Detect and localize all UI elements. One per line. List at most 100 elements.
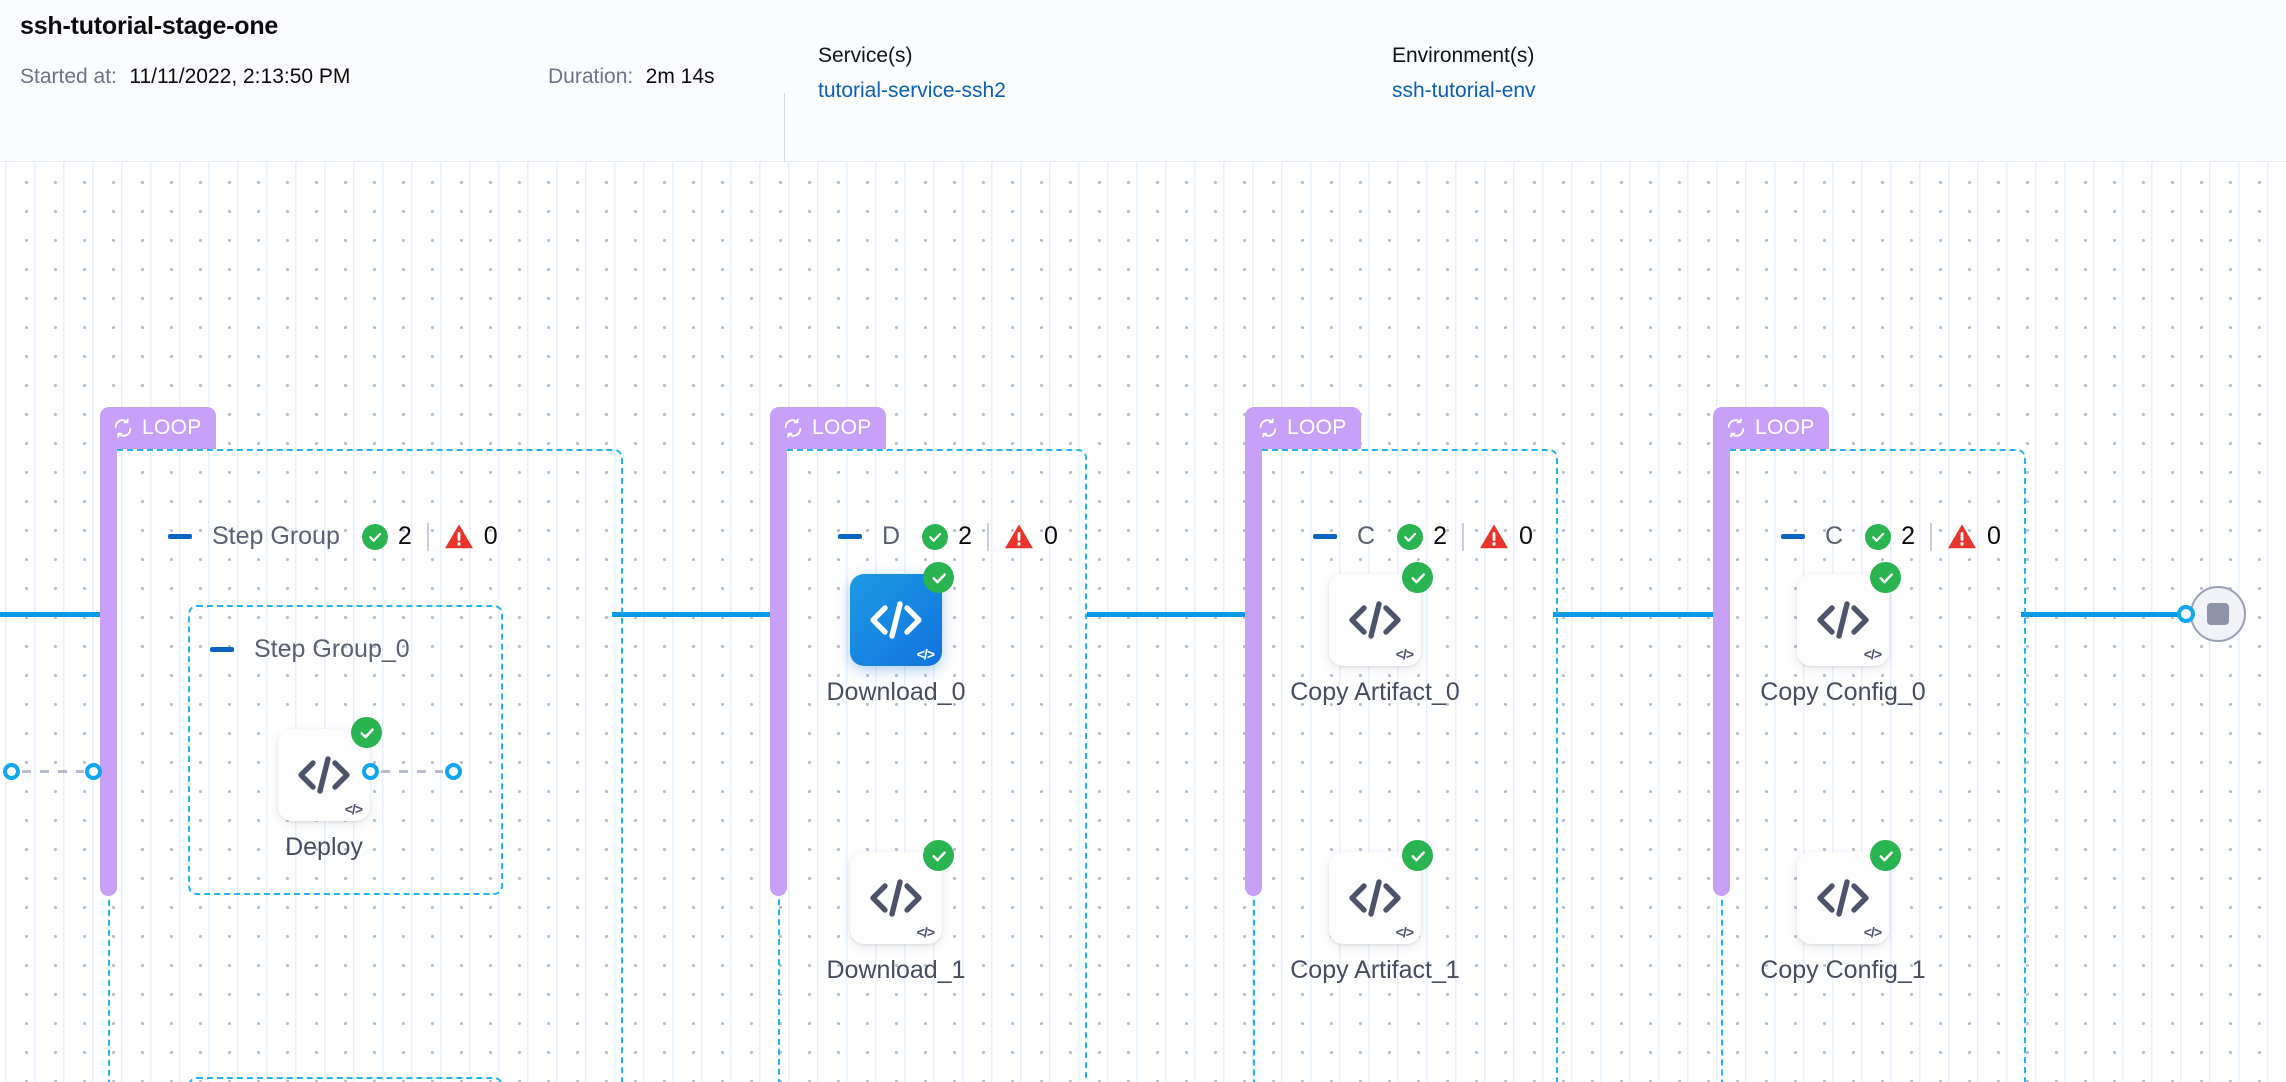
loop-badge[interactable]: LOOP <box>770 407 886 449</box>
collapse-toggle-icon[interactable] <box>1313 534 1337 539</box>
group-name: C <box>1825 522 1844 550</box>
group-stats: 2 0 <box>1865 522 2001 551</box>
node-port-right-inner[interactable] <box>362 763 379 780</box>
error-stat: 0 <box>1004 522 1058 551</box>
group-header-download[interactable]: D 2 0 <box>838 522 1058 551</box>
node-label: Copy Config_0 <box>1760 678 1926 706</box>
node-label: Copy Artifact_1 <box>1290 956 1460 984</box>
code-icon <box>1347 598 1403 642</box>
loop-icon <box>1257 417 1279 439</box>
service-link[interactable]: tutorial-service-ssh2 <box>818 79 1006 102</box>
code-icon <box>868 876 924 920</box>
code-icon <box>868 598 924 642</box>
step-node-copy-config-1[interactable]: </> Copy Config_1 <box>1760 840 1926 984</box>
loop-badge-label: LOOP <box>1287 416 1347 439</box>
check-circle-icon <box>922 523 949 550</box>
pipeline-graph-canvas[interactable]: LOOP Step Group 2 <box>0 162 2286 1082</box>
code-icon <box>1815 598 1871 642</box>
step-node-download-0[interactable]: </> Download_0 <box>827 562 966 706</box>
node-port-left-inner[interactable] <box>85 763 102 780</box>
stat-divider <box>1929 522 1932 551</box>
end-node-port[interactable] <box>2177 605 2195 623</box>
code-icon <box>296 753 352 797</box>
pipeline-connector-start <box>0 612 110 617</box>
node-label: Deploy <box>285 833 363 861</box>
node-status-success-icon <box>1402 840 1433 871</box>
group-header-step-group[interactable]: Step Group 2 <box>168 522 498 551</box>
stat-divider <box>426 522 429 551</box>
success-stat: 2 <box>1397 522 1447 551</box>
loop-rail <box>770 441 787 896</box>
pipeline-connector-2 <box>1087 612 1247 617</box>
error-stat: 0 <box>444 522 498 551</box>
node-card[interactable]: </> <box>1797 840 1901 944</box>
shell-script-corner-icon: </> <box>916 646 935 662</box>
loop-icon <box>112 417 134 439</box>
error-count: 0 <box>1986 522 2001 550</box>
node-card[interactable]: </> <box>850 562 954 666</box>
loop-icon <box>1725 417 1747 439</box>
pipeline-connector-3 <box>1553 612 1713 617</box>
step-node-download-1[interactable]: </> Download_1 <box>827 840 966 984</box>
node-port-right-outer[interactable] <box>445 763 462 780</box>
warning-triangle-icon <box>1004 523 1034 550</box>
node-status-success-icon <box>923 562 954 593</box>
node-status-success-icon <box>1870 840 1901 871</box>
group-name: D <box>882 522 901 550</box>
loop-badge[interactable]: LOOP <box>1713 407 1829 449</box>
started-at-label: Started at: <box>20 65 117 88</box>
stat-divider <box>1461 522 1464 551</box>
step-node-copy-artifact-0[interactable]: </> Copy Artifact_0 <box>1290 562 1460 706</box>
group-header-copy-config[interactable]: C 2 0 <box>1781 522 2001 551</box>
loop-badge[interactable]: LOOP <box>100 407 216 449</box>
step-group-name: Step Group_0 <box>254 635 410 663</box>
stop-icon <box>2207 603 2229 625</box>
success-count: 2 <box>1433 522 1447 550</box>
loop-icon <box>782 417 804 439</box>
collapse-toggle-icon[interactable] <box>210 647 234 652</box>
shell-script-corner-icon: </> <box>344 801 363 817</box>
loop-rail <box>1713 441 1730 896</box>
collapse-toggle-icon[interactable] <box>1781 534 1805 539</box>
step-node-copy-config-0[interactable]: </> Copy Config_0 <box>1760 562 1926 706</box>
group-stats: 2 0 <box>361 522 498 551</box>
node-label: Download_0 <box>826 678 966 706</box>
group-name: Step Group <box>212 522 340 550</box>
shell-script-corner-icon: </> <box>1863 646 1882 662</box>
step-group-0-header[interactable]: Step Group_0 <box>210 635 410 664</box>
shell-script-corner-icon: </> <box>1395 646 1414 662</box>
collapse-toggle-icon[interactable] <box>838 534 862 539</box>
group-name: C <box>1357 522 1376 550</box>
node-port-left-outer[interactable] <box>3 763 20 780</box>
warning-triangle-icon <box>1947 523 1977 550</box>
node-card[interactable]: </> <box>850 840 954 944</box>
step-node-deploy[interactable]: </> Deploy <box>278 717 382 861</box>
success-count: 2 <box>397 522 412 550</box>
success-count: 2 <box>958 522 972 550</box>
port-dash-left <box>22 770 84 773</box>
started-at: Started at: 11/11/2022, 2:13:50 PM <box>20 65 350 89</box>
collapse-toggle-icon[interactable] <box>168 534 192 539</box>
group-stats: 2 0 <box>1397 522 1533 551</box>
node-label: Copy Config_1 <box>1760 956 1926 984</box>
duration-label: Duration: <box>548 65 634 88</box>
environments-label: Environment(s) <box>1392 44 1535 67</box>
node-card[interactable]: </> <box>1329 562 1433 666</box>
step-node-copy-artifact-1[interactable]: </> Copy Artifact_1 <box>1290 840 1460 984</box>
node-card[interactable]: </> <box>1797 562 1901 666</box>
group-header-copy-artifact[interactable]: C 2 0 <box>1313 522 1533 551</box>
success-stat: 2 <box>1865 522 1915 551</box>
node-card[interactable]: </> <box>1329 840 1433 944</box>
node-label: Download_1 <box>826 956 966 984</box>
loop-badge[interactable]: LOOP <box>1245 407 1361 449</box>
port-dash-right <box>381 770 443 773</box>
end-stop-node[interactable] <box>2190 586 2246 642</box>
node-status-success-icon <box>351 717 382 748</box>
warning-triangle-icon <box>444 523 474 550</box>
pipeline-connector-1 <box>612 612 772 617</box>
loop-badge-label: LOOP <box>142 416 202 439</box>
shell-script-corner-icon: </> <box>1863 924 1882 940</box>
environment-link[interactable]: ssh-tutorial-env <box>1392 79 1536 102</box>
node-status-success-icon <box>1402 562 1433 593</box>
node-card[interactable]: </> <box>278 717 382 821</box>
